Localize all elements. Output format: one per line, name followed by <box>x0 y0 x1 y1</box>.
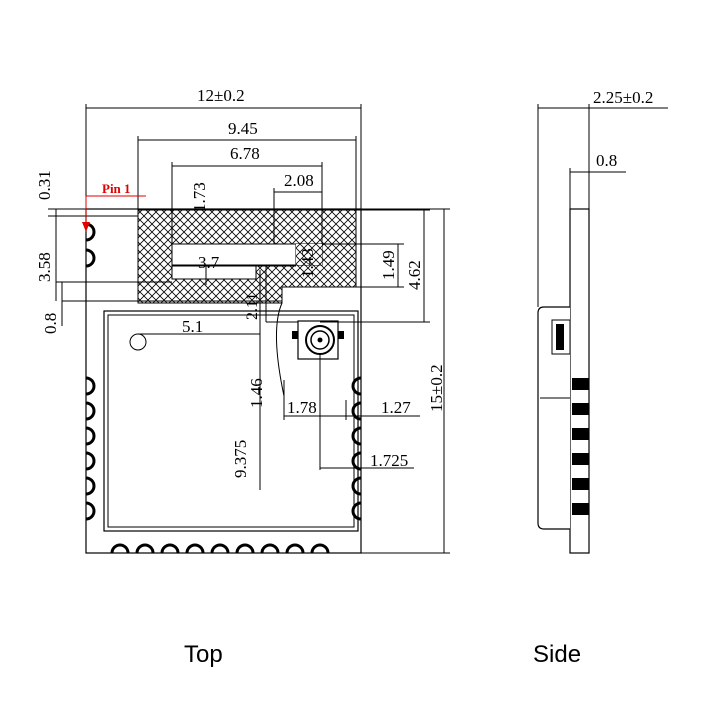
side-pads <box>572 378 589 515</box>
antenna-trace-gap <box>171 264 257 280</box>
right-pads <box>351 376 362 521</box>
dim-4-62: 4.62 <box>405 260 424 290</box>
dim-width: 12±0.2 <box>197 86 245 105</box>
dim-9-45: 9.45 <box>228 119 258 138</box>
module-outline <box>85 208 362 554</box>
top-view-caption: Top <box>184 641 223 668</box>
side-shield <box>537 306 570 530</box>
pin1-label: Pin 1 <box>102 181 131 196</box>
dim-2-08: 2.08 <box>284 171 314 190</box>
shield-can <box>103 310 359 532</box>
dim-height: 15±0.2 <box>427 364 446 412</box>
dim-6-78: 6.78 <box>230 144 260 163</box>
dim-side-thickness: 2.25±0.2 <box>593 88 653 107</box>
side-dimension-lines <box>537 104 668 307</box>
left-pads <box>85 222 96 521</box>
side-connector <box>551 319 571 355</box>
dim-1-46: 1.46 <box>247 378 266 408</box>
dim-side-pcb: 0.8 <box>596 151 617 170</box>
side-view-caption: Side <box>533 641 581 668</box>
side-view: 2.25±0.2 0.8 Side <box>533 88 668 668</box>
dim-3-7: 3.7 <box>198 253 220 272</box>
dim-2-11: 2.11 <box>244 293 261 320</box>
dim-5-1: 5.1 <box>182 317 203 336</box>
dim-1-73: 1.73 <box>190 182 209 212</box>
antenna-trace-gap <box>171 243 297 266</box>
shield-can-inner <box>107 314 355 528</box>
dimension-lines <box>48 104 450 554</box>
dim-1-78: 1.78 <box>287 398 317 417</box>
bottom-pads <box>110 543 330 554</box>
pin1-leader <box>82 195 146 232</box>
top-view: Pin 1 12±0.2 9.45 6.78 2.08 3.7 5.1 1.78… <box>35 86 450 668</box>
dim-0-31: 0.31 <box>35 170 54 200</box>
dim-0-8-left: 0.8 <box>41 313 60 334</box>
dim-1-49: 1.49 <box>379 250 398 280</box>
dim-1-27: 1.27 <box>381 398 411 417</box>
antenna-feed-gap <box>296 244 322 265</box>
dim-1-725: 1.725 <box>370 451 408 470</box>
dim-1-43: 1.43 <box>298 248 317 278</box>
ufl-connector <box>292 320 344 360</box>
dim-9-375: 9.375 <box>231 440 250 478</box>
dim-3-58: 3.58 <box>35 252 54 282</box>
pin1-dot-marker <box>129 333 147 351</box>
